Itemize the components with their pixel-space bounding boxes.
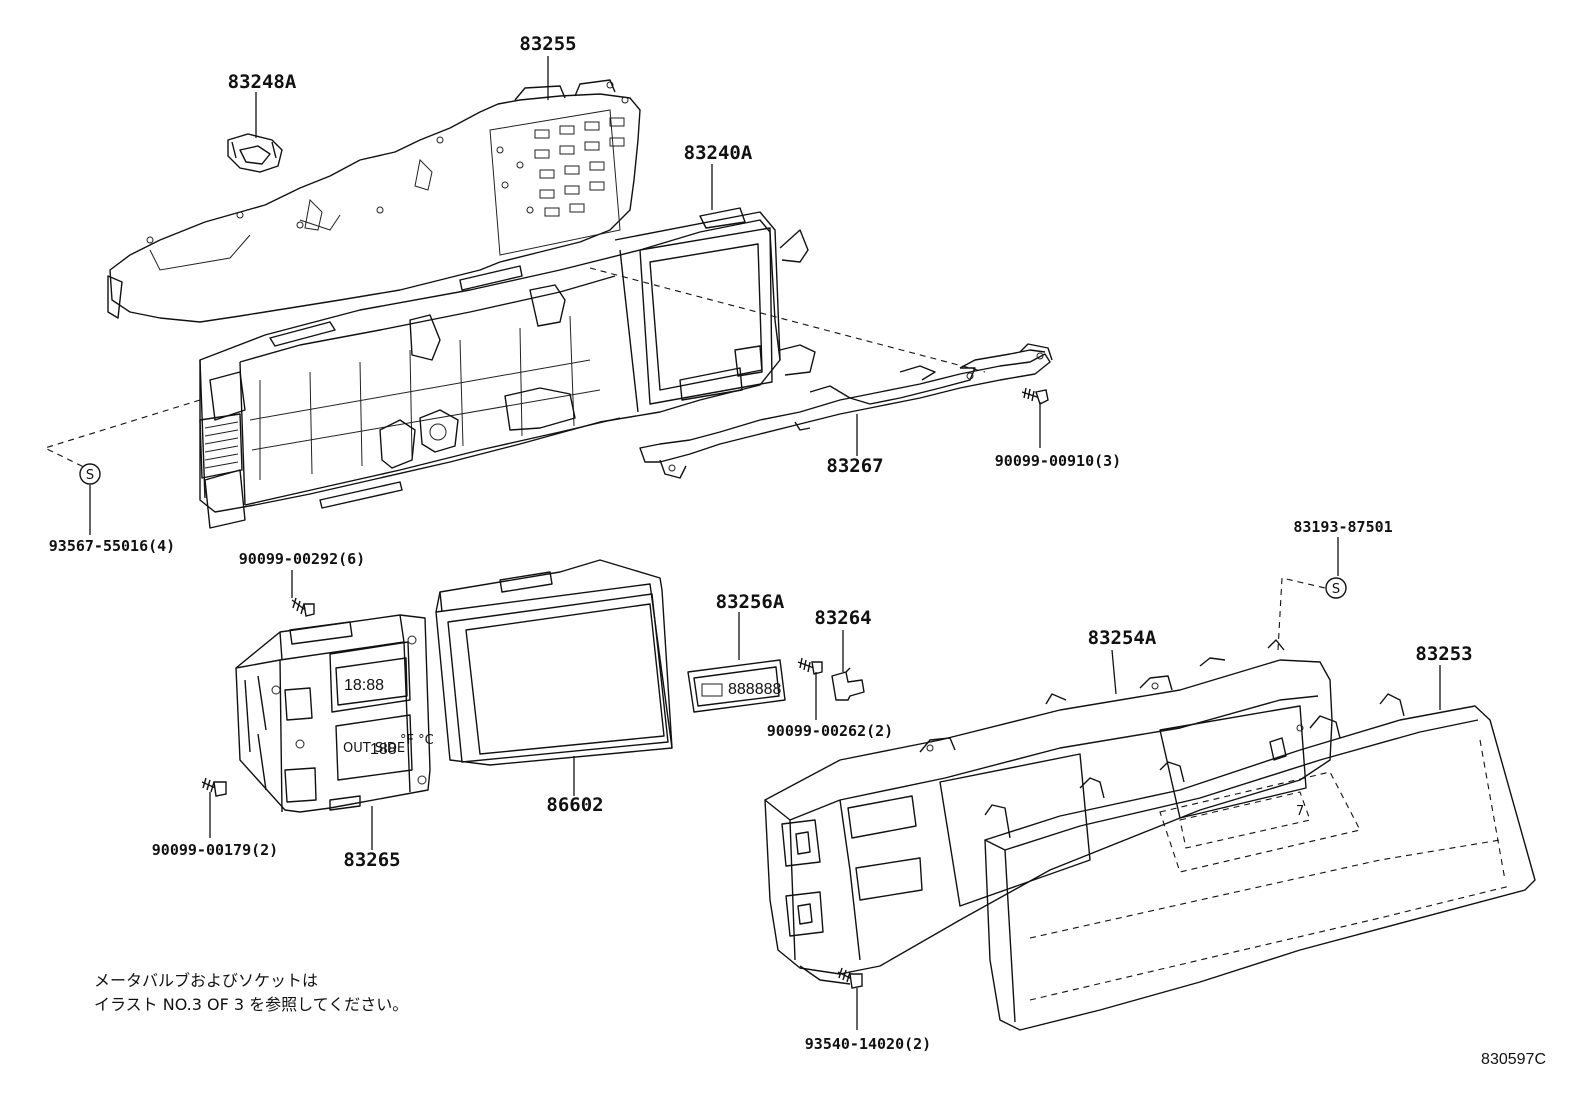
dashed-line-83267 [589, 267, 986, 373]
note-line-2: イラスト NO.3 OF 3 を参照してください。 [94, 995, 408, 1014]
illustration-code: 830597C [1481, 1051, 1546, 1068]
clock-unit-83265: 18:88 OUT SIDE 188 °F °C [235, 614, 434, 813]
label-93540-14020: 93540-14020(2) [805, 1035, 931, 1053]
screw-90099-00262 [797, 657, 823, 675]
label-90099-00262: 90099-00262(2) [767, 722, 893, 740]
s-symbol-right: S [1325, 577, 1347, 599]
lcd-display-86602 [435, 559, 673, 766]
screw-90099-00179 [201, 777, 227, 797]
dashed-line-right-s [1277, 577, 1326, 651]
screw-90099-00910 [1021, 387, 1049, 405]
label-86602: 86602 [546, 794, 603, 816]
screw-93540-14020 [837, 967, 863, 989]
label-83265: 83265 [343, 849, 400, 871]
part-83264 [831, 667, 865, 701]
label-90099-00292: 90099-00292(6) [239, 550, 365, 568]
strip-display: 888888 [728, 681, 781, 698]
label-83240A: 83240A [684, 142, 753, 164]
meter-case-83240A [199, 207, 816, 529]
leader-lines [89, 56, 1441, 1030]
display-strip-83256A: 888888 [687, 659, 786, 713]
label-83248A: 83248A [228, 71, 297, 93]
s-symbol-left: S [79, 463, 101, 485]
temp-display: 188 [370, 741, 397, 758]
circuit-plate-83255 [107, 79, 641, 323]
bracket-83267 [639, 343, 1053, 479]
label-83253: 83253 [1415, 643, 1472, 665]
label-83255: 83255 [519, 33, 576, 55]
lens-cover-83253: 7 [984, 693, 1536, 1031]
label-90099-00179: 90099-00179(2) [152, 841, 278, 859]
label-93567-55016: 93567-55016(4) [49, 537, 175, 555]
temp-units: °F °C [400, 733, 434, 748]
label-83267: 83267 [826, 455, 883, 477]
lens-mark: 7 [1296, 804, 1304, 819]
label-83256A: 83256A [716, 591, 785, 613]
outside-label: OUT SIDE [343, 741, 405, 756]
s-symbol-right-text: S [1332, 582, 1340, 597]
label-83254A: 83254A [1088, 627, 1157, 649]
note-line-1: メータバルブおよびソケットは [94, 971, 318, 990]
screw-90099-00292 [291, 597, 315, 617]
label-83264: 83264 [814, 607, 871, 629]
connector-83248A [227, 133, 283, 173]
label-90099-00910: 90099-00910(3) [995, 452, 1121, 470]
label-83193-87501: 83193-87501 [1293, 518, 1392, 536]
clock-display: 18:88 [344, 677, 384, 694]
s-symbol-left-text: S [86, 468, 94, 483]
trim-panel-83254A [764, 639, 1333, 985]
dashed-line-left-s [43, 399, 201, 471]
